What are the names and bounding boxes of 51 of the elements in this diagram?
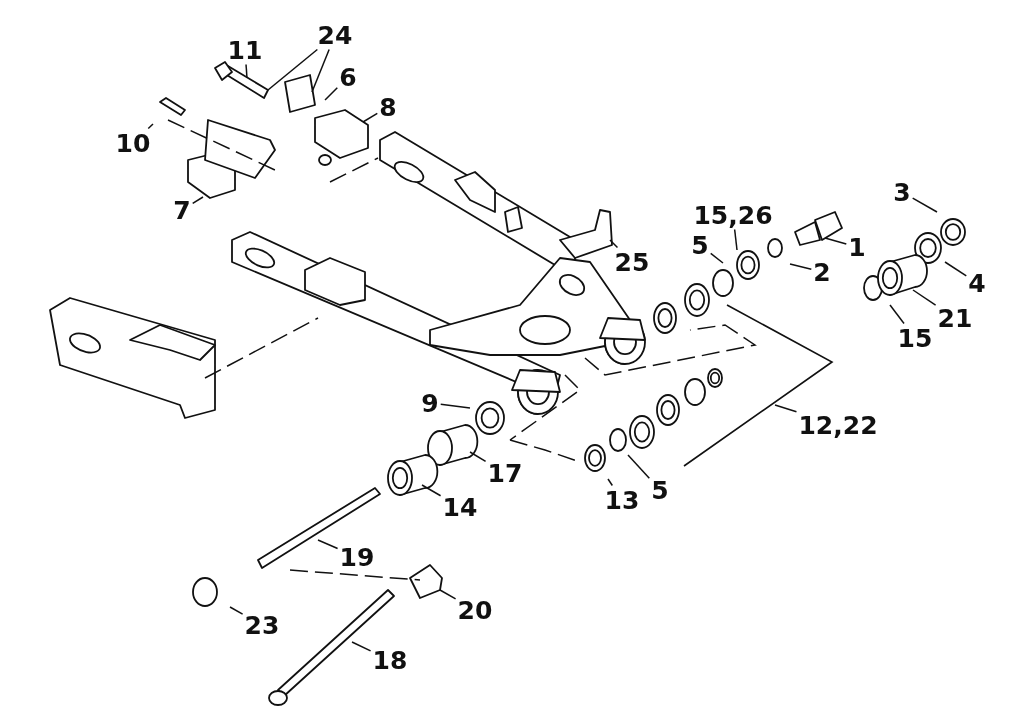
callout-number: 9 [421,390,439,416]
leader-line [709,252,724,264]
callout-number: 17 [487,460,523,486]
leader-line [889,304,905,325]
callout-number: 4 [968,270,986,296]
leader-line [789,263,813,271]
leader-line [147,123,154,130]
callout-number: 8 [379,94,397,120]
leader-line [911,197,938,213]
leader-line [774,404,798,413]
leader-line [912,289,937,306]
callout-number: 20 [457,597,493,623]
leader-line [229,606,244,615]
leader-line [469,451,487,463]
callout-number: 6 [339,64,357,90]
callout-number: 19 [339,544,375,570]
leader-line [324,86,339,101]
callout-number: 25 [614,249,650,275]
leader-line [609,239,619,249]
leader-line [824,237,848,245]
callout-number: 15,26 [693,202,773,228]
callout-number: 21 [937,305,973,331]
callout-number: 24 [317,22,353,48]
callout-number: 14 [442,494,478,520]
callout-number: 5 [651,477,669,503]
callout-number: 23 [244,612,280,638]
callout-number: 1 [848,234,866,260]
leader-line [317,539,339,550]
leader-line [267,48,319,91]
callout-number: 12,22 [798,412,878,438]
callout-number: 5 [691,232,709,258]
leader-line [362,112,379,123]
leader-line [733,228,738,251]
callout-number: 7 [173,197,191,223]
callout-number: 18 [372,647,408,673]
callout-number: 15 [897,325,933,351]
leader-line [627,454,651,480]
callout-number: 11 [227,37,263,63]
callout-number: 10 [115,130,151,156]
callout-number: 2 [813,259,831,285]
leader-line [351,641,372,652]
leader-line [421,484,442,497]
leader-line [439,589,457,600]
callout-number: 3 [893,179,911,205]
leader-line [191,196,204,205]
leader-line [944,261,968,277]
leader-line [311,48,330,93]
leader-line [607,478,614,487]
leader-line [439,403,471,409]
leader-line [245,63,248,79]
callout-number: 13 [604,487,640,513]
